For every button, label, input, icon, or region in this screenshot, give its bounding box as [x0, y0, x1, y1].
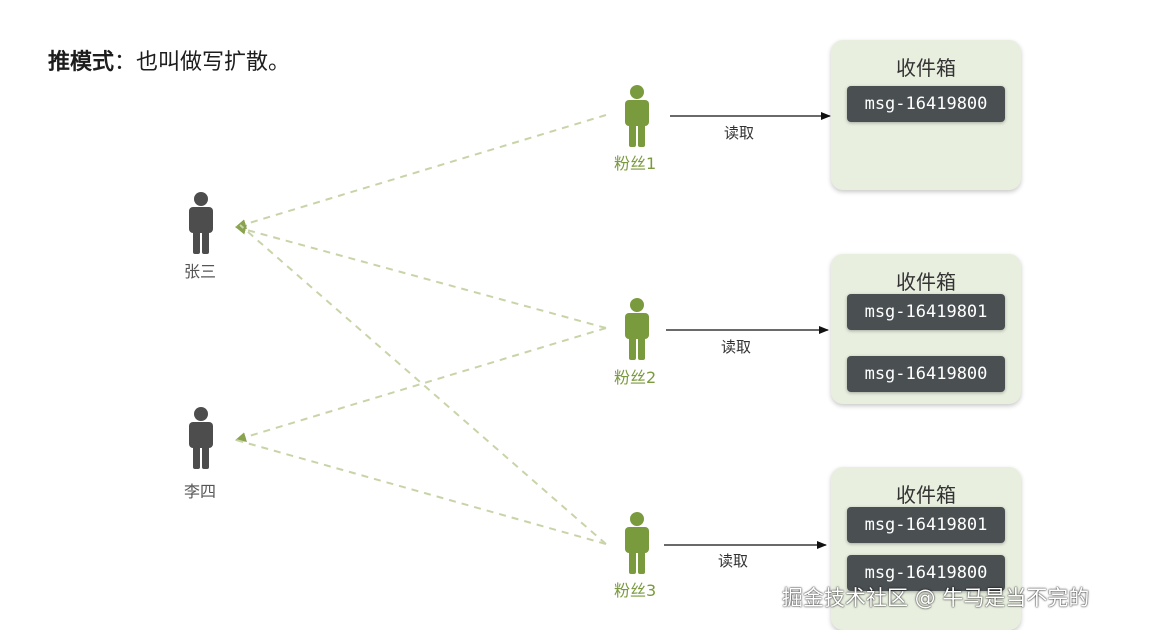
fan-label-2: 粉丝2 [614, 368, 657, 387]
dashed-line-fan3-lisi [235, 439, 607, 545]
person-icon-fan3 [625, 512, 649, 574]
dashed-line-fan2-lisi [235, 327, 607, 442]
inbox-fan2: 收件箱 msg-16419801 msg-16419800 [831, 254, 1021, 404]
dashed-line-fan3-zhangsan [239, 224, 607, 545]
fan-label-3: 粉丝3 [614, 581, 657, 600]
person-icon-zhangsan [189, 192, 213, 254]
author-label-lisi: 李四 [184, 482, 217, 501]
person-icon-fan1 [625, 85, 649, 147]
heading-rest: ：也叫做写扩散。 [114, 50, 291, 75]
read-label-1: 读取 [724, 124, 755, 142]
author-label-zhangsan: 张三 [184, 262, 217, 281]
message-item: msg-16419800 [847, 356, 1005, 392]
inbox-fan1: 收件箱 msg-16419800 [831, 40, 1021, 190]
inbox-fan3: 收件箱 msg-16419801 msg-16419800 [831, 467, 1021, 630]
message-item: msg-16419801 [847, 507, 1005, 543]
inbox-title: 收件箱 [896, 483, 956, 507]
person-icon-fan2 [625, 298, 649, 360]
watermark-text: 掘金技术社区 @ 牛马是当不完的 [782, 586, 1090, 610]
dashed-line-fan1-zhangsan [235, 114, 607, 229]
dashed-line-fan2-zhangsan [235, 224, 607, 329]
inbox-title: 收件箱 [896, 270, 956, 294]
page-heading: 推模式：也叫做写扩散。 [48, 44, 290, 76]
read-label-3: 读取 [718, 552, 749, 570]
read-label-2: 读取 [721, 338, 752, 356]
message-item: msg-16419800 [847, 555, 1005, 591]
person-icon-lisi [189, 407, 213, 469]
message-item: msg-16419801 [847, 294, 1005, 330]
inbox-title: 收件箱 [896, 56, 956, 80]
fan-label-1: 粉丝1 [614, 154, 657, 173]
heading-bold: 推模式 [48, 50, 115, 75]
message-item: msg-16419800 [847, 86, 1005, 122]
